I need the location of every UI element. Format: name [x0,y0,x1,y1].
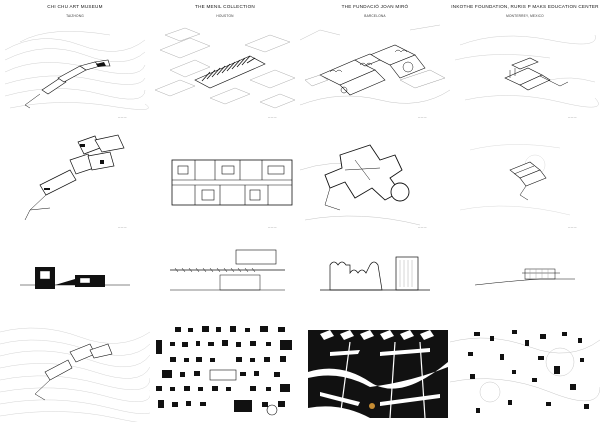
column-title: CHI CHU ART MUSEUM [47,4,103,9]
figure-ground-drawing [308,326,448,419]
column-heading-2: THE MENIL COLLECTION HOUSTON [150,4,300,18]
column-title: THE MENIL COLLECTION [195,4,255,9]
column-subtitle: BARCELONA [364,14,386,19]
scale-note: — — — [268,116,277,119]
column-title: INKOTHE FOUNDATION, RURIS P MAKS EDUCATI… [451,4,599,9]
plan-chi-chu: — — — [0,130,150,238]
column-subtitle: MONTERREY, MEXICO [506,14,544,19]
section-drawing [170,249,285,291]
column-subtitle: HOUSTON [216,14,234,19]
floor-plan-drawing [24,134,125,221]
site-plan-miro [300,322,450,430]
scale-note: — — — [418,116,427,119]
site-plan-menil [150,322,300,430]
floor-plan-drawing [300,144,421,226]
site-plan-inkothe [450,322,600,430]
contour-axonometric-drawing [4,31,149,110]
figure-ground-drawing [156,326,292,416]
column-title: THE FUNDACIÓ JOAN MIRÓ [341,4,409,9]
column-heading-3: THE FUNDACIÓ JOAN MIRÓ BARCELONA [300,4,450,18]
axonometric-menil: — — — [150,20,300,128]
building-axonometric-drawing [300,24,450,106]
section-chi-chu [0,235,150,343]
section-drawing [320,256,430,291]
figure-ground-drawing [450,330,600,413]
section-drawing [20,267,130,289]
plan-menil: — — — [150,130,300,238]
column-heading-4: INKOTHE FOUNDATION, RURIS P MAKS EDUCATI… [450,4,600,18]
scale-note: — — — [418,226,427,229]
section-miro [300,235,450,343]
axonometric-inkothe: — — — [450,20,600,128]
floor-plan-drawing [171,159,293,206]
scale-note: — — — [268,226,277,229]
section-inkothe [450,235,600,343]
landscape-axonometric-drawing [454,34,599,108]
column-heading-1: CHI CHU ART MUSEUM TAIZHONG [0,4,150,18]
plan-inkothe: — — — [450,130,600,238]
scale-note: — — — [568,116,577,119]
column-subtitle: TAIZHONG [66,14,84,19]
floor-plan-drawing [459,144,571,216]
section-menil [150,235,300,343]
axonometric-miro: — — — [300,20,450,128]
section-drawing [474,268,575,286]
axonometric-chi-chu: — — — [0,20,150,128]
plan-miro: — — — [300,130,450,238]
scale-note: — — — [118,226,127,229]
scale-note: — — — [568,226,577,229]
urban-axonometric-drawing [154,27,296,109]
scale-note: — — — [118,116,127,119]
site-plan-chi-chu [0,322,150,430]
contour-site-drawing [0,327,150,422]
